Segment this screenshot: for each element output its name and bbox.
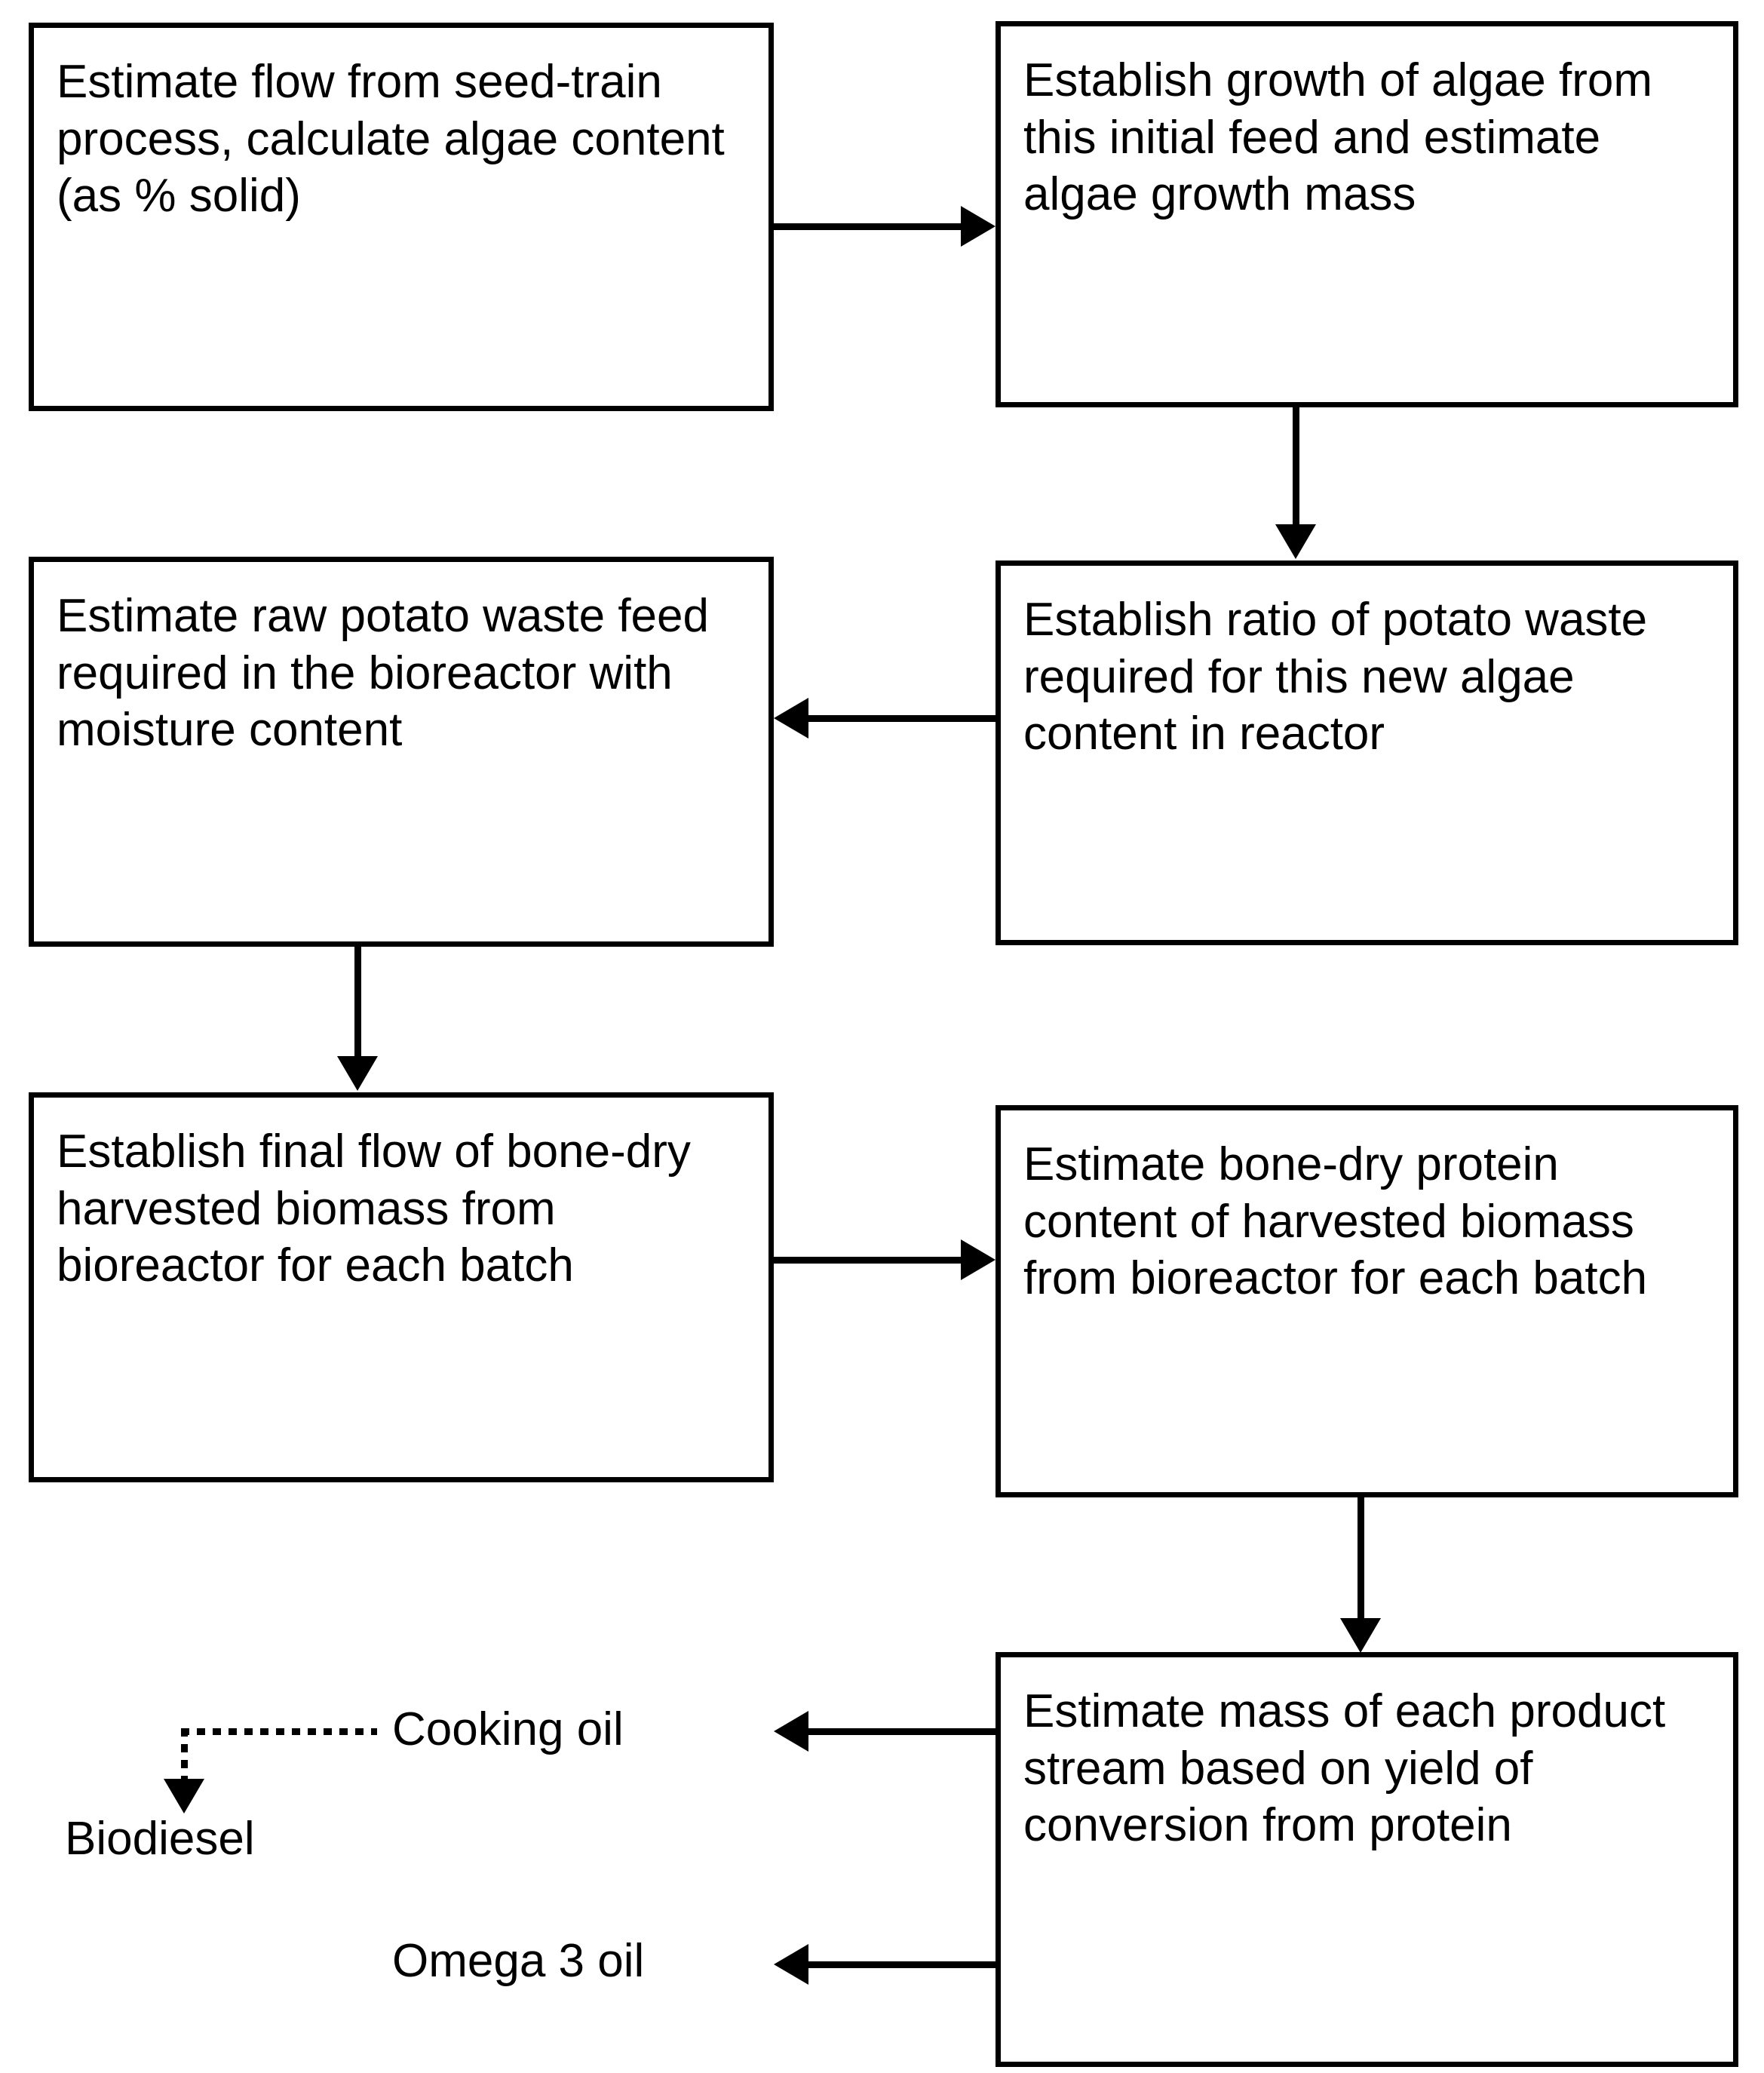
- arrowhead-left-icon: [774, 1944, 808, 1985]
- node-estimate-seed-train-flow[interactable]: Estimate flow from seed-train process, c…: [29, 23, 774, 411]
- edge-line-ratio-to-potatofeed: [808, 715, 997, 722]
- node-establish-potato-waste-ratio[interactable]: Establish ratio of potato waste required…: [996, 560, 1738, 945]
- arrowhead-right-icon: [961, 1239, 996, 1280]
- arrowhead-right-icon: [961, 206, 996, 247]
- node-establish-algae-growth[interactable]: Establish growth of algae from this init…: [996, 21, 1738, 407]
- label-omega-3-oil: Omega 3 oil: [392, 1935, 645, 1987]
- node-estimate-product-stream-mass[interactable]: Estimate mass of each product stream bas…: [996, 1652, 1738, 2067]
- node-label: Establish ratio of potato waste required…: [1023, 594, 1648, 760]
- node-label: Estimate flow from seed-train process, c…: [57, 56, 725, 223]
- edge-line-product-to-cookingoil: [808, 1728, 997, 1735]
- edge-line-biomass-to-protein: [774, 1257, 962, 1264]
- node-label: Estimate mass of each product stream bas…: [1023, 1685, 1666, 1852]
- edge-line-growth-to-ratio: [1293, 407, 1299, 524]
- node-label: Estimate raw potato waste feed required …: [57, 590, 710, 757]
- label-cooking-oil: Cooking oil: [392, 1703, 624, 1755]
- arrowhead-left-icon: [774, 698, 808, 739]
- node-estimate-raw-potato-waste-feed[interactable]: Estimate raw potato waste feed required …: [29, 557, 774, 947]
- edge-line-potatofeed-to-biomass: [354, 947, 361, 1056]
- arrowhead-left-icon: [774, 1711, 808, 1752]
- edge-line-product-to-omega3: [808, 1961, 997, 1968]
- arrowhead-down-icon: [337, 1056, 378, 1091]
- edge-dotted-vertical-segment: [181, 1728, 188, 1783]
- arrowhead-down-icon: [1340, 1618, 1381, 1653]
- node-label: Estimate bone-dry protein content of har…: [1023, 1138, 1648, 1305]
- label-biodiesel: Biodiesel: [65, 1813, 255, 1865]
- edge-line-protein-to-product: [1358, 1497, 1364, 1618]
- arrowhead-down-icon: [1275, 524, 1316, 559]
- node-label: Establish final flow of bone-dry harvest…: [57, 1126, 691, 1292]
- node-label: Establish growth of algae from this init…: [1023, 54, 1652, 221]
- arrowhead-down-icon: [164, 1779, 204, 1813]
- node-establish-final-biomass-flow[interactable]: Establish final flow of bone-dry harvest…: [29, 1092, 774, 1482]
- edge-dotted-cookingoil-to-biodiesel: [181, 1728, 377, 1735]
- node-estimate-protein-content[interactable]: Estimate bone-dry protein content of har…: [996, 1105, 1738, 1497]
- edge-line-seedtrain-to-growth: [774, 223, 962, 230]
